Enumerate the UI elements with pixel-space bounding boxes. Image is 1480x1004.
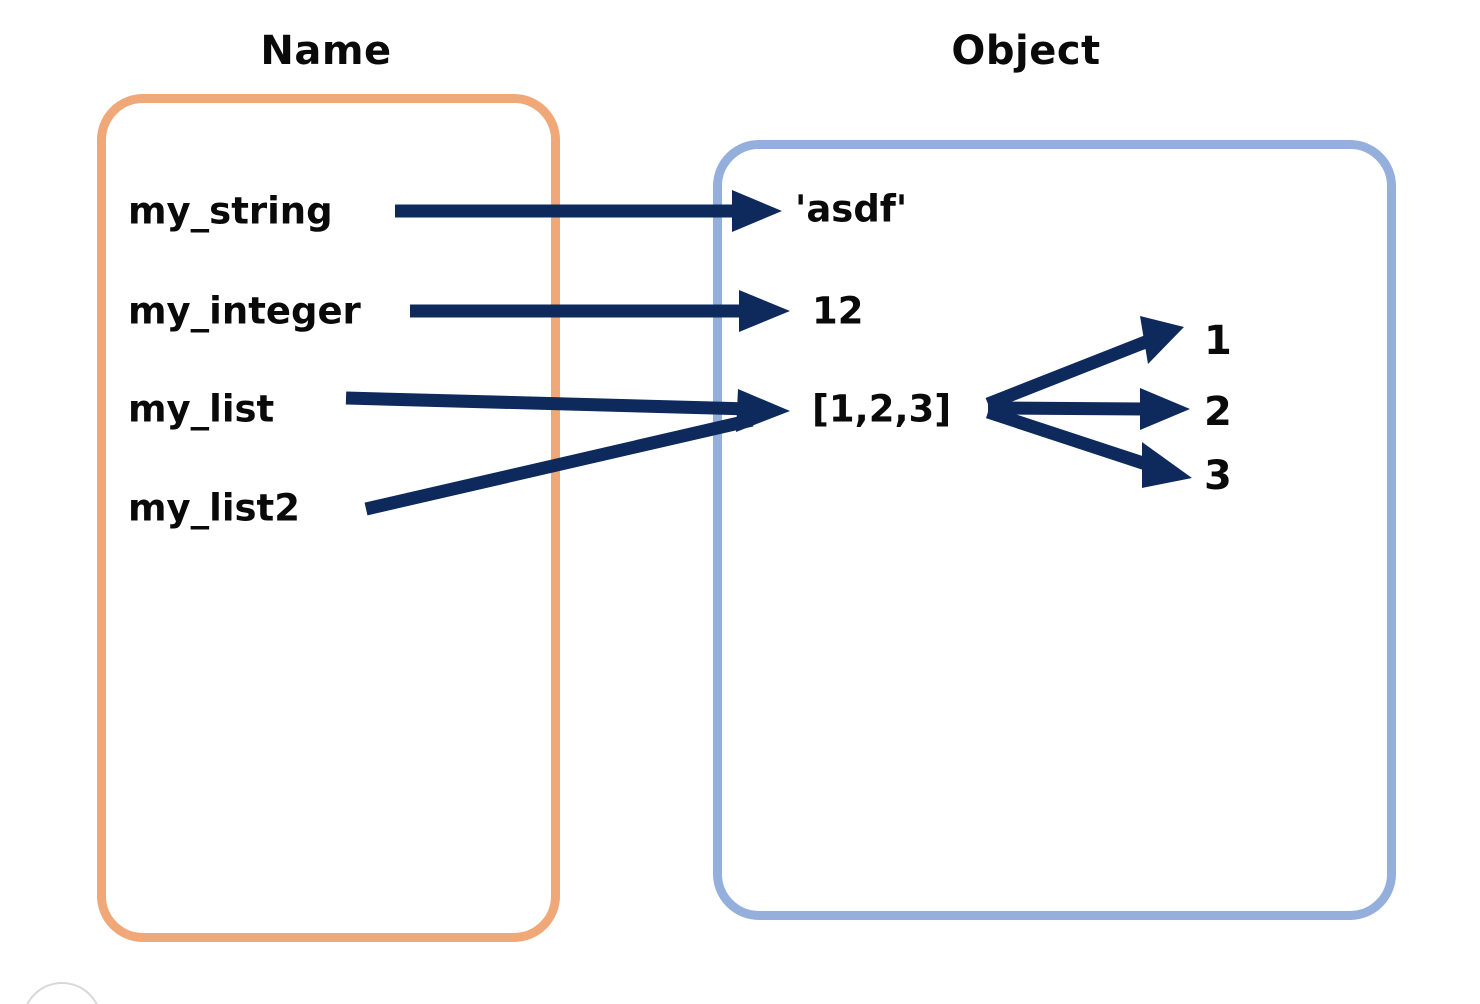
list-element-value-1: 1 [1204, 318, 1232, 364]
name-label-my-list: my_list [128, 387, 275, 431]
corner-circle-decoration [22, 982, 102, 1004]
list-element-value-3: 3 [1204, 453, 1232, 499]
name-label-my-integer: my_integer [128, 289, 361, 333]
name-label-my-list2: my_list2 [128, 486, 300, 530]
name-namespace-box [97, 94, 560, 942]
column-header-name: Name [260, 28, 392, 74]
object-memory-box [713, 140, 1396, 920]
object-value-integer: 12 [812, 289, 864, 333]
object-value-string: 'asdf' [795, 187, 908, 231]
name-label-my-string: my_string [128, 189, 333, 233]
list-element-value-2: 2 [1204, 389, 1232, 435]
column-header-object: Object [951, 28, 1101, 74]
object-value-list: [1,2,3] [812, 387, 952, 431]
